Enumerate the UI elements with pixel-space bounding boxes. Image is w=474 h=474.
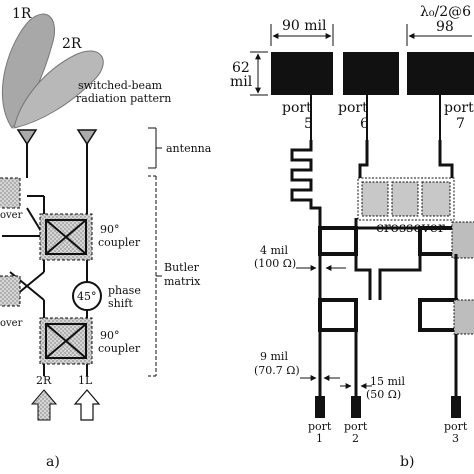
phase-label-2: shift xyxy=(108,297,133,310)
coupler-bottom-label-1: 90° xyxy=(100,329,120,342)
coupler-top xyxy=(39,213,93,261)
width-9mil-label-1: 9 mil xyxy=(260,350,288,363)
dim-height-label-2: mil xyxy=(230,74,253,90)
dim-lambda-label: λ₀/2@6 xyxy=(420,4,471,20)
branch-coupler-upper xyxy=(318,218,474,259)
meander-line xyxy=(290,140,322,228)
width-15mil-label-2: (50 Ω) xyxy=(366,388,401,401)
patch-antenna-7 xyxy=(407,52,474,95)
port1-label-1: port xyxy=(308,420,332,433)
beam-2r-label: 2R xyxy=(62,36,82,52)
port-2r-label: 2R xyxy=(36,374,52,387)
beam-2r-lobe xyxy=(13,50,104,129)
port6-label-1: port xyxy=(338,100,368,116)
crossover-top-label: over xyxy=(0,210,23,221)
pattern-label-line2: radiation pattern xyxy=(76,92,171,105)
dim-90mil xyxy=(270,24,334,46)
crossover-bottom-label: over xyxy=(0,318,23,329)
port5-label-1: port xyxy=(282,100,312,116)
crossover-bottom-block xyxy=(0,275,21,307)
width-9mil-label-2: (70.7 Ω) xyxy=(254,364,300,377)
beam-1r-label: 1R xyxy=(12,6,32,22)
pattern-label-line1: switched-beam xyxy=(78,79,163,92)
dim-62mil xyxy=(250,51,268,96)
crossover-top-block xyxy=(0,177,21,209)
port3-label-2: 3 xyxy=(452,432,459,445)
phase-shifter xyxy=(72,281,102,311)
width-15mil-label-1: 15 mil xyxy=(370,375,405,388)
port7-label-2: 7 xyxy=(456,116,465,132)
coupler-bottom xyxy=(39,317,93,365)
port3-label-1: port xyxy=(444,420,468,433)
port1-label-2: 1 xyxy=(316,432,323,445)
port1-feed xyxy=(315,396,325,418)
phase-label-1: phase xyxy=(108,284,141,297)
port2-feed xyxy=(351,396,361,418)
branch-coupler-lower xyxy=(318,298,474,335)
input-arrow-1l-icon xyxy=(73,389,101,421)
coupler-top-label-2: coupler xyxy=(98,236,141,249)
dim-patch-width-label: 90 mil xyxy=(282,18,327,34)
input-arrow-2r-icon xyxy=(30,389,58,421)
dim-height-label-1: 62 xyxy=(232,60,250,76)
width-4mil-label-1: 4 mil xyxy=(260,244,288,257)
antenna-left-icon xyxy=(16,129,38,146)
butler-label-1: Butler xyxy=(164,261,200,274)
dim-spacing xyxy=(406,24,472,46)
panel-a: 1R 2R switched-beam radiation pattern ov… xyxy=(0,6,212,470)
coupler-top-label-1: 90° xyxy=(100,223,120,236)
port3-feed xyxy=(451,396,461,418)
port7-label-1: port xyxy=(444,100,474,116)
port5-label-2: 5 xyxy=(304,116,313,132)
phase-value: 45° xyxy=(77,290,97,303)
antenna-right-icon xyxy=(76,129,98,146)
port2-label-2: 2 xyxy=(352,432,359,445)
butler-bracket xyxy=(148,175,162,377)
panel-b-letter: b) xyxy=(400,454,414,470)
width-4mil-label-2: (100 Ω) xyxy=(254,257,296,270)
port-1l-label: 1L xyxy=(78,374,93,387)
butler-label-2: matrix xyxy=(164,275,201,288)
dim-right-label: 98 xyxy=(436,19,454,35)
patch-antenna-6 xyxy=(343,52,399,95)
antenna-label: antenna xyxy=(166,142,212,155)
coupler-bottom-label-2: coupler xyxy=(98,342,141,355)
antenna-bracket xyxy=(148,127,162,169)
panel-a-letter: a) xyxy=(46,454,60,470)
port2-label-1: port xyxy=(344,420,368,433)
panel-b: 90 mil λ₀/2@6 98 62 mil port 5 port 6 po… xyxy=(230,4,474,470)
radiation-pattern xyxy=(1,13,104,129)
port6-label-2: 6 xyxy=(360,116,369,132)
patch-antenna-5 xyxy=(271,52,333,95)
